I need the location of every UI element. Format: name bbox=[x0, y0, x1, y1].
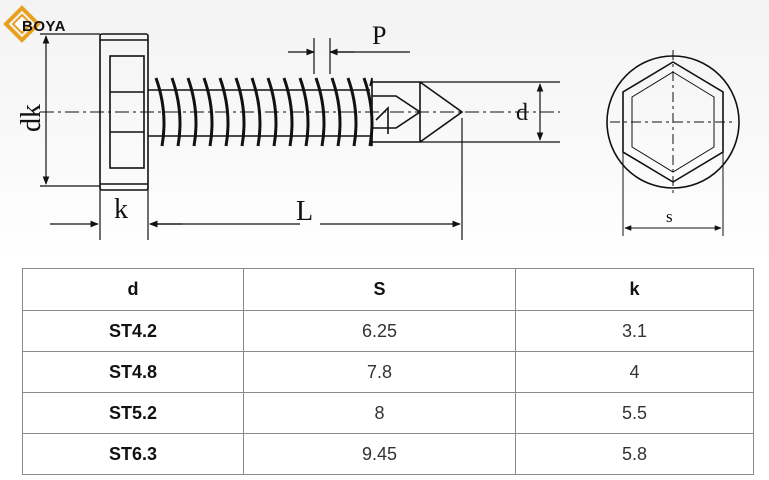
table-row: ST5.2 8 5.5 bbox=[22, 392, 754, 434]
screw-drawing-svg: P d dk k L bbox=[16, 21, 740, 240]
diameter-dimension bbox=[420, 81, 560, 143]
cell-s: 9.45 bbox=[243, 433, 516, 475]
header-k: k bbox=[515, 268, 754, 311]
thread-crest bbox=[154, 77, 166, 147]
spec-table: d S k ST4.2 6.25 3.1 ST4.8 7.8 4 ST5.2 8… bbox=[22, 268, 754, 475]
brand-logo: BOYA bbox=[2, 4, 152, 44]
diameter-label: d bbox=[516, 100, 528, 126]
cell-size: ST5.2 bbox=[22, 392, 244, 434]
pitch-label: P bbox=[372, 21, 386, 50]
thread-crest bbox=[298, 77, 310, 147]
thread-crest bbox=[330, 77, 342, 147]
table-row: ST4.2 6.25 3.1 bbox=[22, 310, 754, 352]
length-label: L bbox=[296, 196, 313, 227]
logo-diamond-icon bbox=[3, 5, 41, 43]
table-row: ST6.3 9.45 5.8 bbox=[22, 433, 754, 475]
cell-s: 7.8 bbox=[243, 351, 516, 393]
cell-k: 4 bbox=[515, 351, 754, 393]
header-s: S bbox=[243, 268, 516, 311]
cell-size: ST4.8 bbox=[22, 351, 244, 393]
head-diameter-dimension bbox=[40, 33, 100, 187]
screw-threads bbox=[154, 77, 374, 147]
table-header-row: d S k bbox=[22, 268, 754, 311]
cell-s: 8 bbox=[243, 392, 516, 434]
pitch-dimension bbox=[288, 38, 410, 74]
thread-crest bbox=[170, 77, 182, 147]
head-height-label: k bbox=[114, 194, 128, 225]
cell-s: 6.25 bbox=[243, 310, 516, 352]
cell-size: ST4.2 bbox=[22, 310, 244, 352]
end-view bbox=[606, 50, 740, 236]
cell-k: 5.8 bbox=[515, 433, 754, 475]
header-d: d bbox=[22, 268, 244, 311]
cell-k: 5.5 bbox=[515, 392, 754, 434]
thread-crest bbox=[346, 77, 358, 147]
brand-name: BOYA bbox=[22, 18, 66, 35]
cell-size: ST6.3 bbox=[22, 433, 244, 475]
cell-k: 3.1 bbox=[515, 310, 754, 352]
thread-crest bbox=[202, 77, 214, 147]
table-row: ST4.8 7.8 4 bbox=[22, 351, 754, 393]
technical-drawing: P d dk k L bbox=[0, 0, 769, 262]
head-diameter-label: dk bbox=[16, 104, 47, 132]
length-dimension bbox=[50, 118, 463, 240]
across-flats-label: s bbox=[666, 207, 673, 226]
